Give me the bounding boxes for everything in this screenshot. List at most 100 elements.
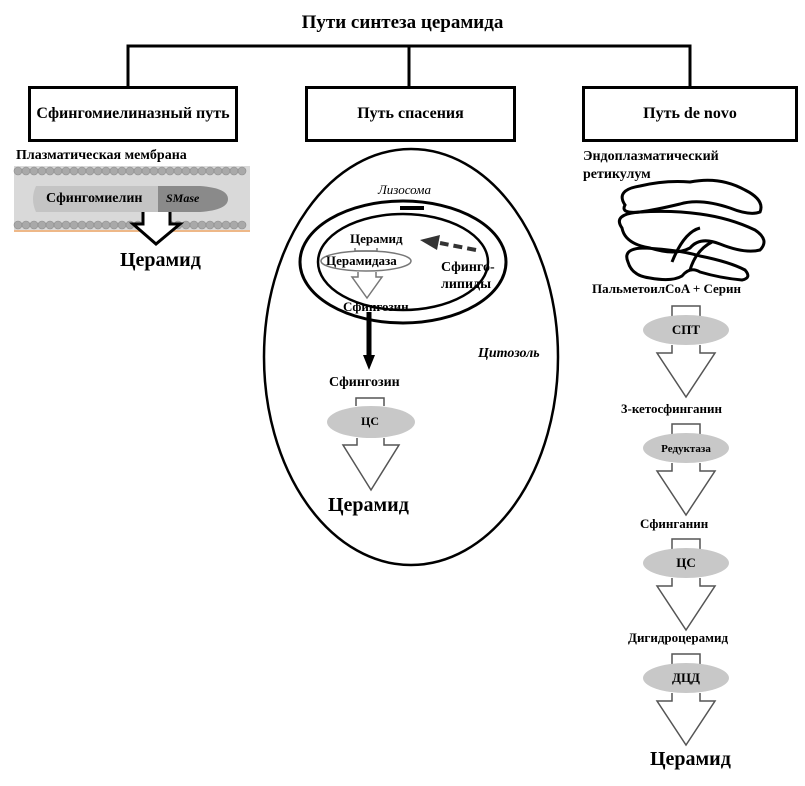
enzyme-bracket	[671, 305, 701, 316]
lysosome-outer	[298, 199, 508, 325]
lipid-head	[197, 166, 207, 176]
dashed-arrowhead	[420, 235, 440, 250]
step-arrow	[655, 693, 717, 747]
lipid-head	[125, 166, 135, 176]
step-arrow	[655, 463, 717, 517]
lipid-head	[221, 220, 231, 230]
lipid-head	[85, 166, 95, 176]
pathway-box-salvage: Путь спасения	[305, 86, 516, 142]
lipid-head	[197, 220, 207, 230]
step-arrow	[655, 578, 717, 632]
lipid-head	[141, 166, 151, 176]
lipid-head	[101, 220, 111, 230]
lipid-head	[229, 166, 239, 176]
export-arrowhead	[363, 355, 375, 370]
ceramidase-arrow	[350, 272, 384, 300]
lipid-head	[69, 166, 79, 176]
tree-connectors	[126, 44, 692, 86]
lipid-head	[13, 166, 23, 176]
sphingomyelin-label: Сфингомиелин	[46, 191, 143, 206]
er-icon	[617, 178, 766, 282]
enzyme-label: Редуктаза	[661, 443, 711, 455]
pathway-label: Путь спасения	[357, 105, 464, 122]
lipid-head	[149, 166, 159, 176]
sphingolipids-label-2: липиды	[441, 277, 492, 292]
enzyme-shape	[643, 433, 729, 463]
enzyme-label: СПТ	[672, 322, 701, 337]
pathway-box-de-novo: Путь de novo	[582, 86, 798, 142]
lipid-head	[173, 166, 183, 176]
lipid-head	[165, 166, 175, 176]
lipid-head	[93, 166, 103, 176]
enzyme-bracket	[671, 538, 701, 549]
enzyme-shape	[643, 315, 729, 345]
lipid-head	[189, 166, 199, 176]
cs-bracket	[355, 397, 385, 406]
lipid-head	[213, 220, 223, 230]
salvage-product-label: Церамид	[328, 494, 409, 516]
lipid-head	[237, 166, 247, 176]
lipid-heads-top	[13, 166, 247, 176]
lipid-head	[133, 166, 143, 176]
lipid-head	[61, 166, 71, 176]
denovo-substrate-label: Сфинганин	[640, 516, 709, 531]
lipid-head	[213, 166, 223, 176]
lipid-head	[37, 166, 47, 176]
lipid-head	[77, 166, 87, 176]
lipid-head	[101, 166, 111, 176]
ceramidase-label: Церамидаза	[326, 253, 397, 268]
lipid-head	[61, 220, 71, 230]
lipid-head	[69, 220, 79, 230]
smase-product-arrow	[128, 212, 185, 246]
lipid-head	[109, 166, 119, 176]
sphingomyelin-shape	[33, 186, 160, 212]
step-arrow	[655, 345, 717, 399]
lipid-heads-bottom	[13, 220, 247, 230]
enzyme-shape	[643, 548, 729, 578]
ceramidase-bracket	[354, 248, 378, 252]
lipid-head	[13, 220, 23, 230]
cs-label: ЦС	[361, 414, 379, 428]
lipid-head	[117, 166, 127, 176]
pathway-label: Путь de novo	[643, 105, 737, 122]
denovo-substrate-label: 3-кетосфинганин	[621, 401, 722, 416]
sm-product-label: Церамид	[120, 249, 201, 271]
lipid-head	[205, 166, 215, 176]
lipid-head	[53, 166, 63, 176]
enzyme-shape	[643, 663, 729, 693]
enzyme-label: ЦС	[676, 555, 696, 570]
diagram-title: Пути синтеза церамида	[301, 12, 504, 33]
lipid-head	[77, 220, 87, 230]
lipid-head	[45, 220, 55, 230]
lysosome-ceramide-label: Церамид	[350, 231, 403, 246]
lipid-head	[29, 166, 39, 176]
lipid-head	[157, 166, 167, 176]
lipid-head	[53, 220, 63, 230]
enzyme-bracket	[671, 423, 701, 434]
lipid-head	[85, 220, 95, 230]
lipid-head	[37, 220, 47, 230]
er-label-1: Эндоплазматический	[583, 149, 719, 164]
cell-outline	[262, 147, 560, 567]
lipid-head	[45, 166, 55, 176]
lipid-head	[29, 220, 39, 230]
smase-label: SMase	[166, 191, 200, 205]
plasma-membrane	[13, 166, 250, 246]
cs-enzyme-shape	[327, 406, 415, 438]
lysosome-inner	[316, 212, 490, 312]
lipid-head	[181, 220, 191, 230]
denovo-product-label: Церамид	[650, 748, 731, 770]
denovo-substrate-label: ПальметоилCoA + Серин	[592, 281, 742, 296]
cytosol-label: Цитозоль	[478, 346, 540, 361]
membrane-label: Плазматическая мембрана	[16, 148, 187, 163]
enzyme-bracket	[671, 653, 701, 664]
cs-arrow	[341, 438, 401, 492]
lipid-head	[205, 220, 215, 230]
lipid-head	[93, 220, 103, 230]
lipid-head	[189, 220, 199, 230]
lipid-head	[181, 166, 191, 176]
enzyme-label: ДЦД	[672, 670, 700, 685]
denovo-substrate-label: Дигидроцерамид	[628, 630, 729, 645]
